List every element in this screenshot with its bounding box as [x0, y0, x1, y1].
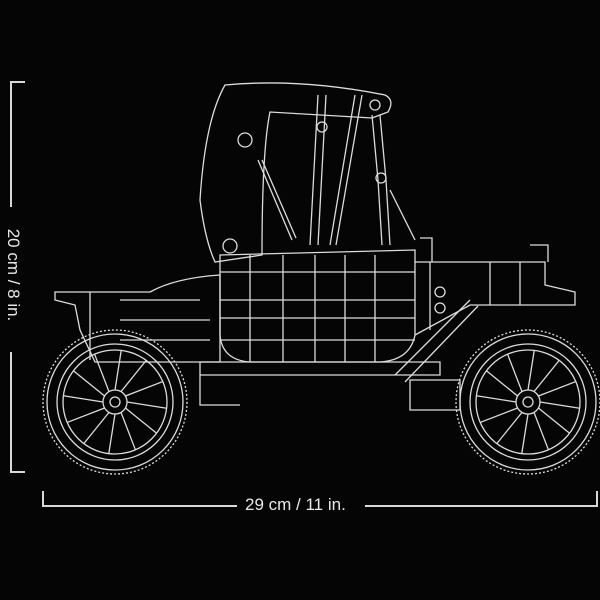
wheel-left	[42, 329, 188, 475]
height-bracket-line-top	[10, 81, 12, 207]
width-bracket-line-right	[365, 505, 598, 507]
canopy-roof	[199, 82, 392, 263]
width-bracket-right-tick	[596, 491, 598, 507]
wheels	[42, 329, 600, 475]
width-label: 29 cm / 11 in.	[245, 495, 346, 514]
width-bracket-line-left	[42, 505, 237, 507]
height-bracket-bottom-tick	[10, 471, 25, 473]
car-body	[54, 237, 576, 411]
width-bracket-left-tick	[42, 491, 44, 507]
height-bracket-line-bottom	[10, 352, 12, 473]
canopy-struts	[309, 94, 416, 246]
wheel-right	[455, 329, 600, 475]
height-bracket-top-tick	[10, 81, 25, 83]
